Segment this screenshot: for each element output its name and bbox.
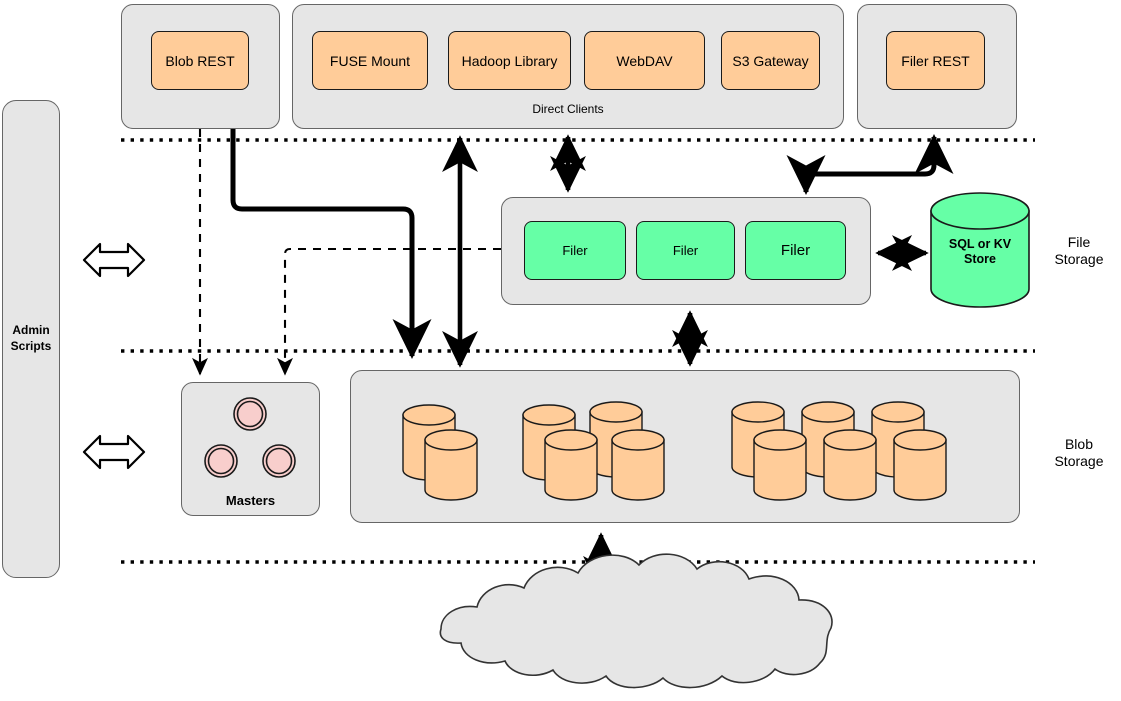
metadata-store-cylinder <box>930 192 1030 308</box>
volume-label-nvme: NVME <box>433 466 469 480</box>
node-webdav[interactable]: WebDAV <box>584 31 705 90</box>
node-filer-3[interactable]: Filer <box>745 221 846 280</box>
cloud-tier-label: Cloud Tier <box>590 633 660 649</box>
metadata-store-label-line2: Store <box>964 252 996 266</box>
volume-label-hdd-3: HDD <box>907 466 933 480</box>
node-filer-1[interactable]: Filer <box>524 221 626 280</box>
node-blob-rest[interactable]: Blob REST <box>151 31 249 90</box>
node-filer-rest[interactable]: Filer REST <box>886 31 985 90</box>
tier-label-blob-storage: Blob Storage <box>1054 435 1104 470</box>
admin-scripts-panel[interactable]: Admin Scripts <box>2 100 60 578</box>
masters-label: Masters <box>225 493 276 508</box>
volume-label-ssd-2: SSD <box>625 466 651 480</box>
volume-label-hdd-2: HDD <box>837 466 863 480</box>
direct-clients-caption: Direct Clients <box>532 102 604 116</box>
volume-label-ssd-1: SSD <box>558 466 584 480</box>
connector-filerrest-to-filers <box>786 133 954 195</box>
node-filer-2[interactable]: Filer <box>636 221 735 280</box>
admin-arrow-file-storage <box>82 242 146 278</box>
metadata-store-label-line1: SQL or KV <box>949 237 1012 251</box>
connector-blobrest-to-volumes <box>230 129 432 359</box>
masters-group[interactable] <box>181 382 320 516</box>
volume-storage-group[interactable] <box>350 370 1020 523</box>
node-hadoop-library[interactable]: Hadoop Library <box>448 31 571 90</box>
volume-label-hdd-1: HDD <box>767 466 793 480</box>
node-s3-gateway[interactable]: S3 Gateway <box>721 31 820 90</box>
admin-arrow-blob-storage <box>82 434 146 470</box>
connector-filer-to-masters <box>277 247 501 376</box>
node-fuse-mount[interactable]: FUSE Mount <box>312 31 428 90</box>
tier-label-file-storage: File Storage <box>1054 233 1104 268</box>
cloud-tier-shape <box>439 553 833 689</box>
